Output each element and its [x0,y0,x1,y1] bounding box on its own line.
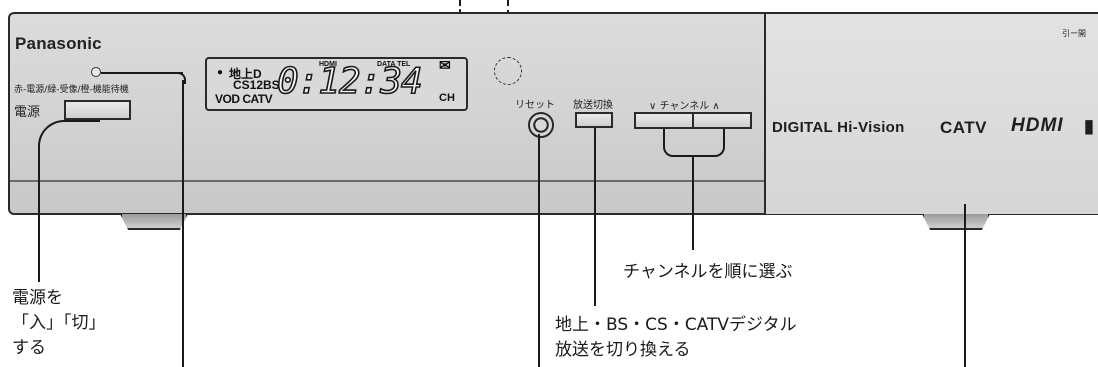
front-cover-panel[interactable] [764,14,1098,214]
caption-channel: チャンネルを順に選ぶ [623,262,793,282]
reset-label: リセット [515,100,555,111]
panel-open-tag: 引ー開 [1062,29,1086,38]
remote-sensor [494,57,522,85]
caption-power-line1: 電源を [12,288,63,308]
leader-power-curve [38,120,100,154]
display-hdmi-indicator: HDMI [319,61,337,68]
digital-hivision-logo: DIGITAL Hi-Vision [772,119,905,136]
device-foot-left [120,214,188,230]
caption-broadcast-line1: 地上・BS・CS・CATVデジタル [555,315,797,335]
caption-power-line2: 「入」「切」 [12,313,106,333]
display-cs-bs-indicator: CS12BS [233,78,280,92]
caption-power-line3: する [12,338,46,358]
hdmi-logo: HDMI [1011,115,1064,136]
channel-up-button[interactable] [692,112,752,129]
broadcast-switch-label: 放送切換 [573,100,613,111]
display-clock: 0:12:34 [276,60,423,103]
front-display: ● 地上D CS12BS VOD CATV HDMI DATA TEL ✉ 0:… [205,57,468,111]
display-data-tel-indicator: DATA TEL [377,61,411,68]
display-indicator-dot: ● [217,67,224,78]
leader-broadcast [594,128,596,306]
mail-icon: ✉ [439,57,451,73]
brand-logo: Panasonic [15,34,102,53]
power-label: 電源 [14,105,41,120]
status-led [91,67,101,77]
cut-off-logo-icon: ▮ [1084,116,1094,136]
leader-power [38,150,40,282]
caption-broadcast-line2: 放送を切り換える [555,340,691,360]
channel-down-button[interactable] [634,112,694,129]
display-vod-catv-indicator: VOD CATV [215,92,273,106]
leader-reset [538,134,540,367]
channel-label: ∨ チャンネル ∧ [649,101,720,112]
broadcast-switch-button[interactable] [575,112,613,128]
leader-channel [692,156,694,250]
device-foot-right [922,214,990,230]
leader-led-horizontal [101,72,183,74]
display-terrestrial-indicator: 地上D [229,67,262,81]
reset-button[interactable] [528,112,554,138]
device-groove-line [10,180,1098,182]
catv-logo: CATV [940,118,988,137]
display-ch-indicator: CH [439,92,455,104]
leader-panel [964,204,966,367]
led-legend: 赤-電源/緑-受像/橙-機能待機 [14,85,129,95]
leader-led-corner [174,72,186,84]
leader-channel-bracket [663,129,725,157]
leader-led-vertical [182,80,184,367]
power-button[interactable] [64,100,131,120]
